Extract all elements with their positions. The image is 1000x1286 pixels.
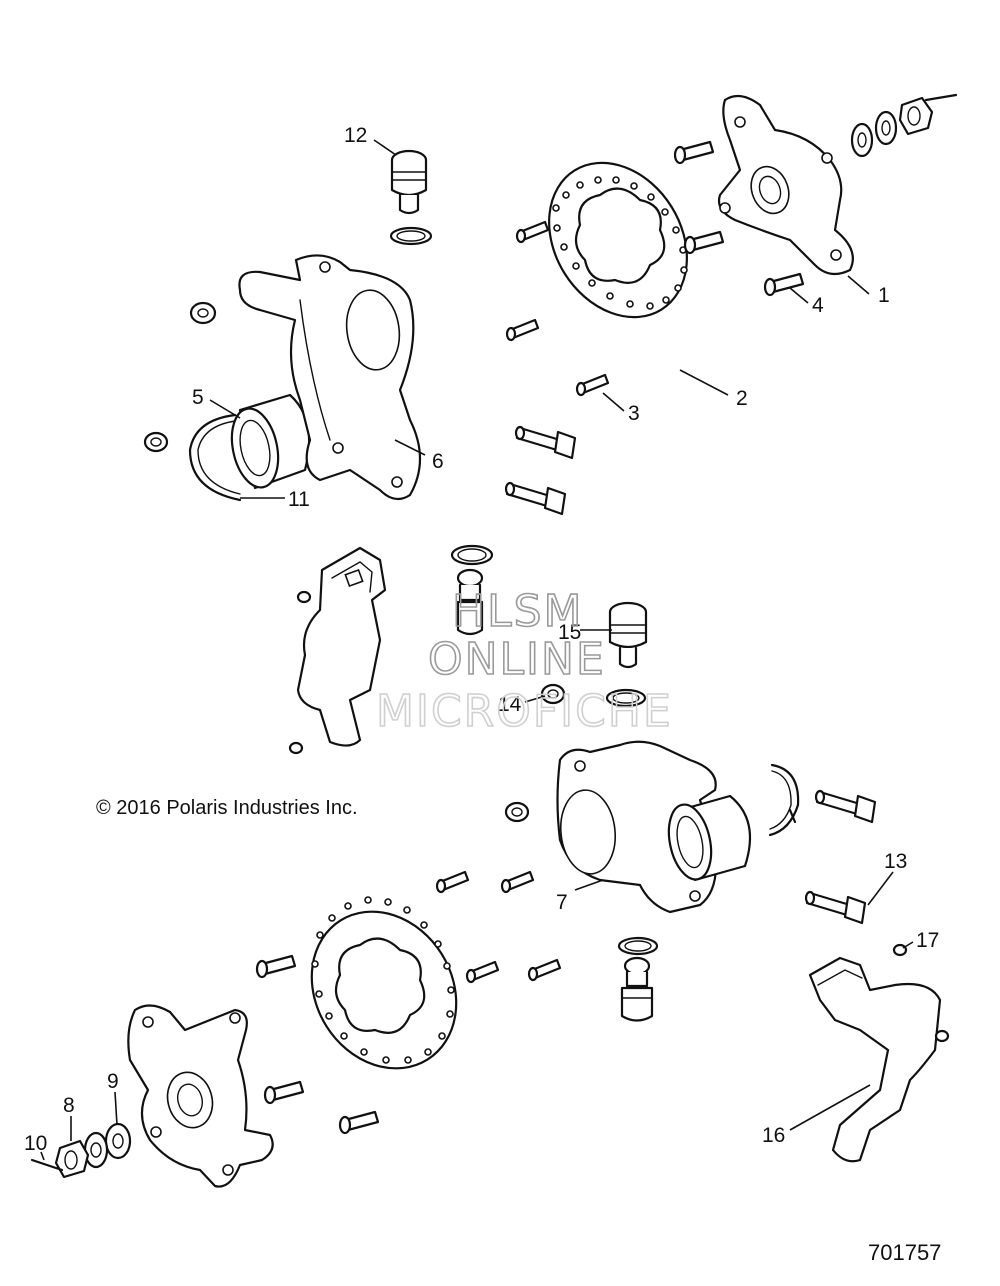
leader-lines <box>40 139 914 1161</box>
callout-7: 7 <box>556 891 568 914</box>
ball-joint-lower <box>620 956 654 1022</box>
callout-16: 16 <box>762 1124 785 1147</box>
bolt-knuckle-lower-a <box>814 789 877 824</box>
disc-screw-lower-c <box>465 960 500 984</box>
retaining-ring-lower-ball-joint <box>617 936 659 956</box>
wheel-hub-lower <box>127 1004 274 1188</box>
copyright-notice: © 2016 Polaris Industries Inc. <box>96 797 358 819</box>
disc-screw-a <box>515 220 550 244</box>
callout-1: 1 <box>878 284 890 307</box>
caliper-bracket-lower <box>808 956 942 1163</box>
nut-center <box>540 683 566 705</box>
callout-5: 5 <box>192 386 204 409</box>
washer-upper-a <box>850 122 874 158</box>
ball-joint-middle <box>456 568 484 636</box>
snap-ring-lower <box>768 763 800 837</box>
wheel-stud-c <box>763 272 805 297</box>
wheel-stud-lower-c <box>338 1110 380 1135</box>
nut-lower-knuckle <box>504 801 530 823</box>
wheel-bearing-upper <box>230 393 311 490</box>
wheel-stud-lower-a <box>255 954 297 979</box>
callout-11: 11 <box>288 488 310 511</box>
callout-2: 2 <box>736 387 748 410</box>
steering-knuckle-upper <box>238 254 422 501</box>
brake-disc-lower <box>310 896 458 1070</box>
callout-17: 17 <box>916 929 939 952</box>
watermark-line-3: MICROFICHE <box>376 686 673 737</box>
retaining-ring-lower-right <box>605 688 647 708</box>
wheel-bearing-lower <box>667 794 752 882</box>
caliper-bolt-lower-b <box>934 1029 950 1043</box>
callout-12: 12 <box>344 124 367 147</box>
nut-upper-left-a <box>189 301 217 325</box>
callout-15: 15 <box>558 621 581 644</box>
wheel-stud-lower-b <box>263 1080 305 1105</box>
wheel-hub-upper <box>717 94 854 276</box>
watermark-line-2: ONLINE <box>428 634 606 685</box>
retaining-ring-middle <box>450 544 494 566</box>
ball-joint-upper <box>390 149 428 215</box>
steering-knuckle-lower <box>556 740 718 914</box>
callout-4: 4 <box>812 294 824 317</box>
callout-13: 13 <box>884 850 907 873</box>
disc-screw-lower-b <box>500 870 535 894</box>
castle-nut-lower <box>54 1139 90 1179</box>
bolt-knuckle-upper-a <box>514 425 577 460</box>
callout-8: 8 <box>63 1094 75 1117</box>
wheel-stud-a <box>673 140 715 165</box>
brake-disc-upper <box>548 161 688 319</box>
retaining-ring-upper-ball-joint <box>389 226 433 246</box>
callout-6: 6 <box>432 450 444 473</box>
disc-screw-b <box>505 318 540 342</box>
washer-lower <box>83 1131 109 1169</box>
nut-upper-left-b <box>143 431 169 453</box>
cotter-pin-lower <box>30 1158 64 1172</box>
snap-ring-upper <box>188 413 242 502</box>
callout-10: 10 <box>24 1132 47 1155</box>
drawing-number: 701757 <box>868 1240 942 1265</box>
washer-upper-b <box>874 110 898 146</box>
wheel-stud-b <box>683 230 725 255</box>
disc-screw-lower-d <box>527 958 562 982</box>
disc-screw-lower-a <box>435 870 470 894</box>
washer-lower-9 <box>104 1122 132 1160</box>
caliper-bracket-upper <box>296 546 387 747</box>
callout-14: 14 <box>498 693 522 716</box>
cotter-pin-upper <box>924 93 958 102</box>
bolt-knuckle-upper-b <box>504 481 567 516</box>
caliper-bolt-b <box>288 741 304 755</box>
caliper-bolt-a <box>296 590 312 604</box>
callout-3: 3 <box>628 402 640 425</box>
callout-9: 9 <box>107 1070 119 1093</box>
ball-joint-lower-right <box>608 601 648 669</box>
watermark-line-1: HLSM <box>452 586 584 637</box>
bolt-knuckle-lower-b <box>804 890 867 925</box>
castle-nut-upper <box>898 96 934 136</box>
disc-screw-c <box>575 373 610 397</box>
